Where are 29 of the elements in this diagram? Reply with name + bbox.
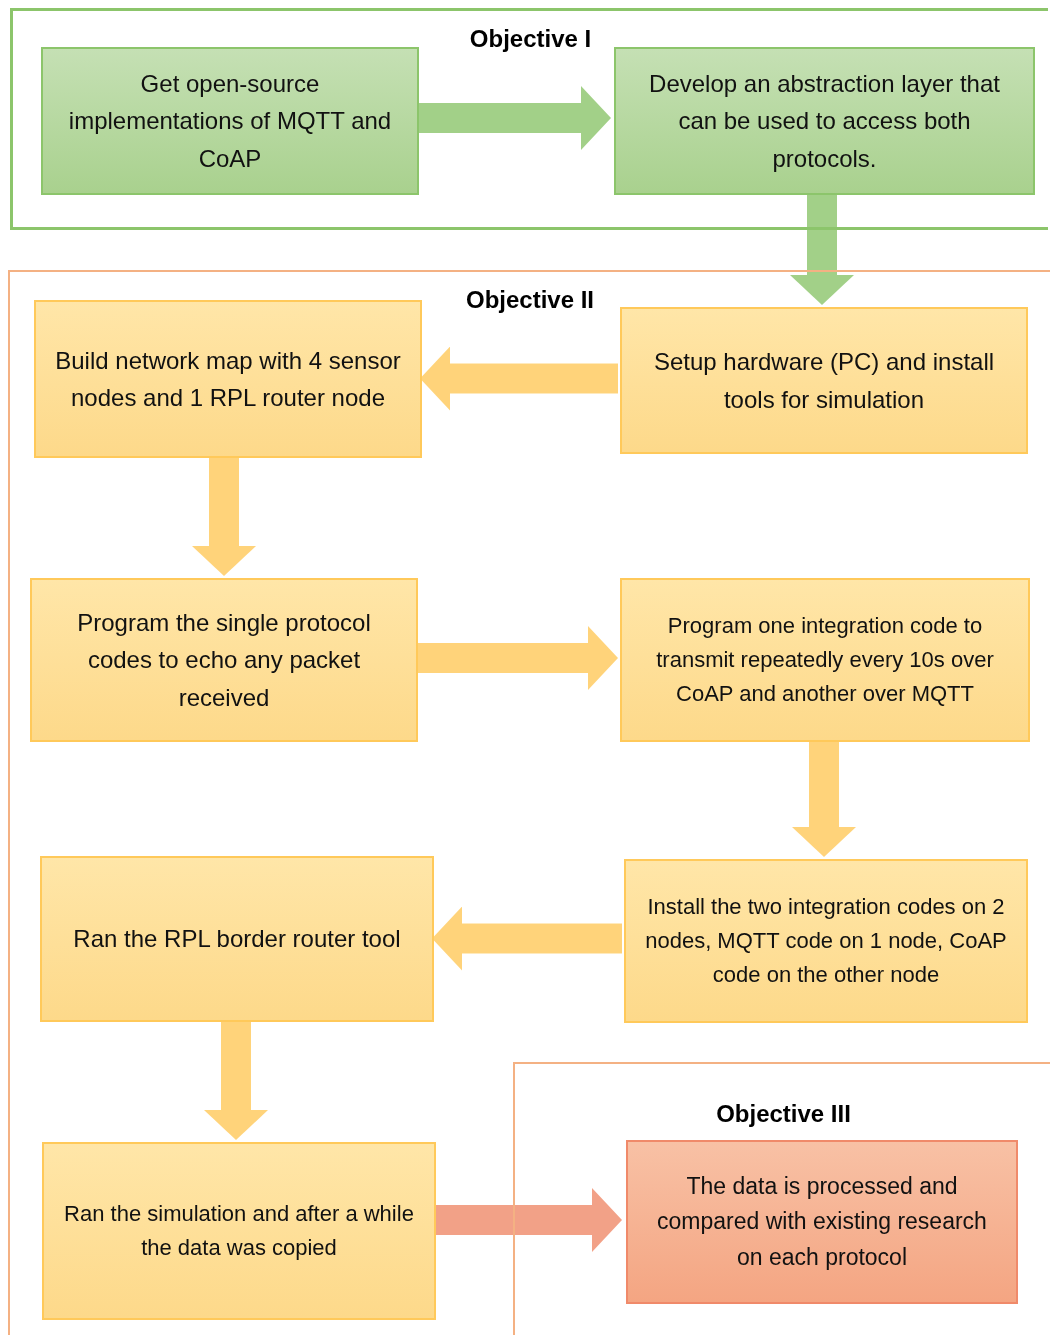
box-text: Build network map with 4 sensor nodes and 1 RPL router node <box>54 345 402 413</box>
box-text: Install the two integration codes on 2 nodes, MQTT code on 1 node, CoAP code on the other node <box>644 892 1008 990</box>
group-frame <box>8 270 1050 1335</box>
process-box <box>42 1142 436 1320</box>
group-title: Objective III <box>716 1100 851 1127</box>
box-text: Program one integration code to transmit repeatedly every 10s over CoAP and another over MQTT <box>655 611 995 709</box>
block-arrow <box>792 740 856 857</box>
box-text: Get open-source implementations of MQTT and CoAP <box>67 69 393 174</box>
group-title: Objective II <box>465 286 595 313</box>
process-box <box>40 856 434 1022</box>
box-text: Ran the simulation and after a while the data was copied <box>63 1199 415 1262</box>
process-box <box>620 307 1028 454</box>
process-box <box>34 300 422 458</box>
process-box <box>41 47 419 195</box>
block-arrow <box>204 1020 268 1140</box>
process-box <box>620 578 1030 742</box>
box-text: Ran the RPL border router tool <box>73 924 401 955</box>
group-title: Objective I <box>469 25 592 52</box>
box-text: Setup hardware (PC) and install tools for simulation <box>652 347 996 415</box>
box-text: The data is processed and compared with existing research on each protocol <box>656 1171 988 1272</box>
process-box <box>626 1140 1018 1304</box>
box-text: Develop an abstraction layer that can be used to access both protocols. <box>648 69 1001 174</box>
box-text: Program the single protocol codes to echo any packet received <box>76 608 372 713</box>
process-box <box>614 47 1035 195</box>
group-frame <box>513 1062 1050 1335</box>
process-box <box>624 859 1028 1023</box>
process-box <box>30 578 418 742</box>
group-frame <box>10 8 1048 230</box>
block-arrow <box>192 456 256 576</box>
